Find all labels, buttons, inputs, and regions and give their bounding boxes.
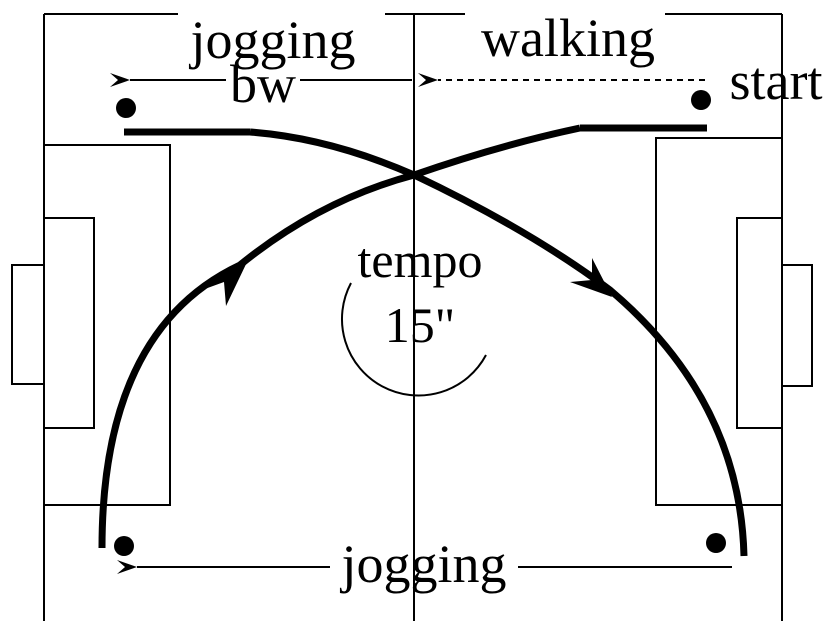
running-paths [98, 124, 748, 557]
player-marker-top-right [691, 90, 711, 110]
jogging-bottom-label: jogging [339, 534, 506, 594]
jogging-bw-label-line1: jogging [188, 10, 355, 70]
tempo-cycle-arc [341, 282, 487, 397]
pitch [11, 13, 813, 621]
left-goal [11, 264, 44, 385]
right-arc-path [249, 128, 748, 557]
start-label: start [730, 51, 823, 111]
right-penalty-area [655, 137, 782, 506]
walking-label: walking [481, 8, 655, 68]
player-marker-bottom-right [706, 533, 726, 553]
left-arc-path [98, 124, 581, 549]
right-arc-arrowhead [570, 258, 612, 297]
left-penalty-area [44, 144, 171, 506]
right-goal-area [736, 217, 782, 429]
player-marker-bottom-left [114, 536, 134, 556]
right-goal [782, 264, 813, 387]
left-arc-arrowhead [202, 260, 248, 306]
jogging-bw-label-line2: bw [230, 54, 296, 114]
tempo-value-label: 15" [385, 297, 455, 353]
tempo-label: tempo [358, 232, 483, 288]
left-goal-area [44, 217, 95, 429]
player-marker-top-left [116, 98, 136, 118]
